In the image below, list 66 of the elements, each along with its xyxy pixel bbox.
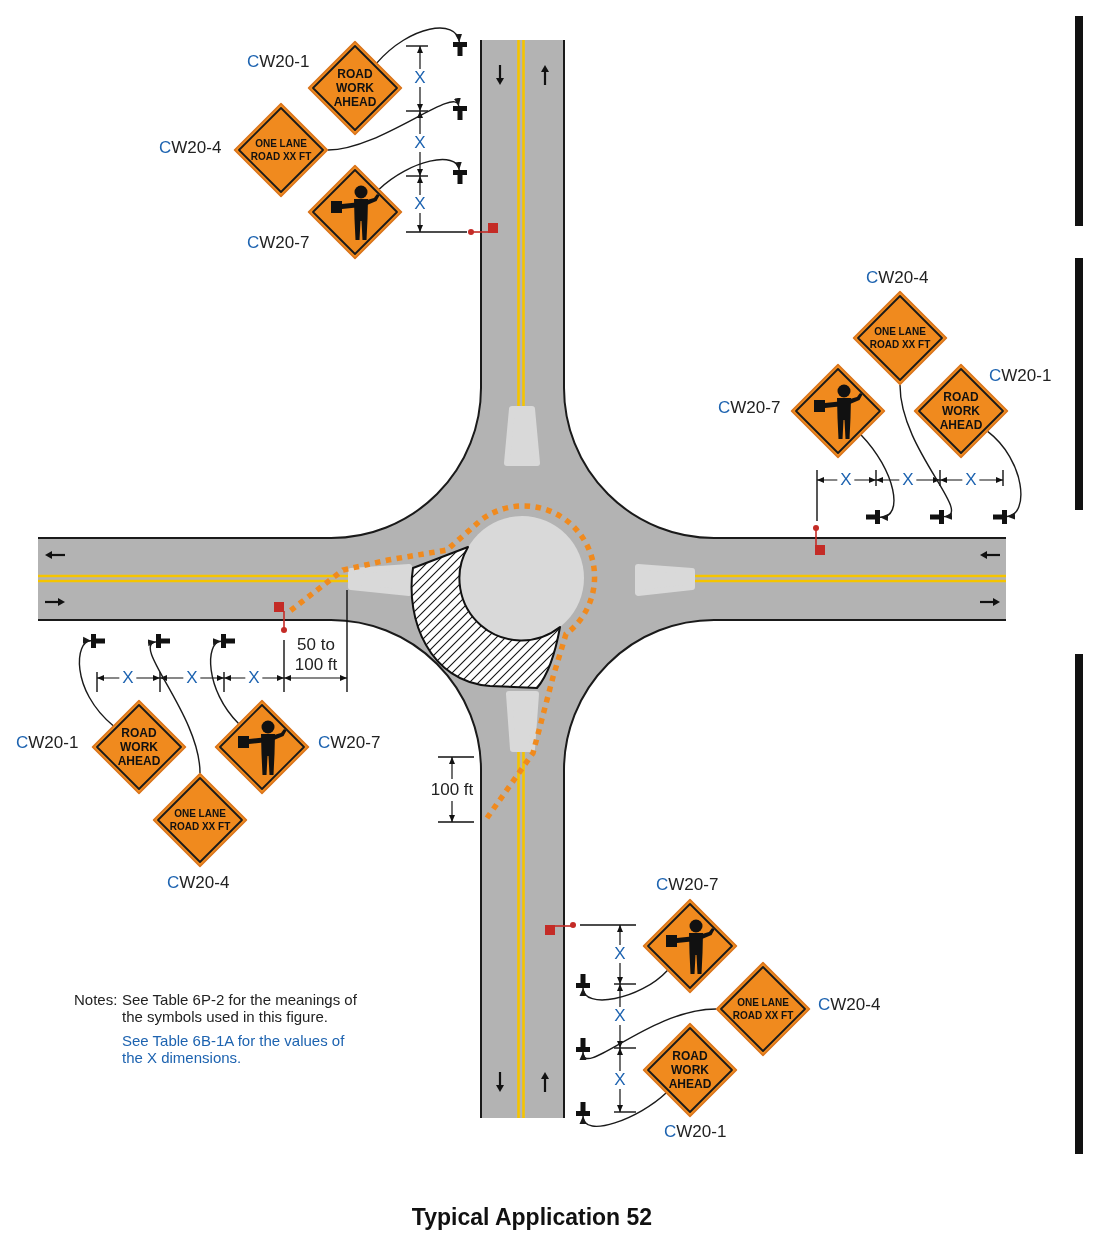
sign-code-label: CW20-4 — [866, 268, 929, 288]
sign-post-icon — [866, 510, 880, 524]
leader-line — [209, 640, 240, 725]
leader-line — [78, 639, 114, 727]
dimension-label: X — [611, 945, 629, 963]
warning-sign — [152, 772, 248, 868]
sign-code-label: CW20-4 — [818, 995, 881, 1015]
sign-text: ROAD WORK AHEAD — [116, 726, 162, 768]
sign-text: ROAD WORK AHEAD — [332, 67, 378, 109]
sign-code-label: CW20-7 — [318, 733, 381, 753]
sign-code-label: CW20-1 — [16, 733, 79, 753]
note-text: See Table 6P-2 for the meanings of the symbols used in this figure. — [122, 991, 358, 1025]
leader-line — [860, 434, 895, 520]
leader-line — [147, 641, 201, 774]
dimension-label: X — [411, 134, 429, 152]
note-text: See Table 6B-1A for the values of the X dimensions. — [122, 1032, 346, 1066]
dimension-label: 50 to 100 ft — [293, 635, 339, 675]
leader-line — [581, 1092, 667, 1127]
dimension-label: X — [611, 1071, 629, 1089]
sign-code-label: CW20-7 — [656, 875, 719, 895]
sign-post-icon — [221, 634, 235, 648]
sign-code-label: CW20-7 — [247, 233, 310, 253]
sign-post-icon — [576, 1102, 590, 1116]
sign-code-label: CW20-4 — [167, 873, 230, 893]
leader-line — [581, 969, 669, 1001]
sign-code-label: CW20-4 — [159, 138, 222, 158]
sign-code-label: CW20-7 — [718, 398, 781, 418]
sign-text: ONE LANE ROAD XX FT — [168, 807, 232, 833]
dimension-label: X — [411, 195, 429, 213]
sign-code-label: CW20-1 — [989, 366, 1052, 386]
leader-line — [327, 97, 460, 151]
warning-sign — [233, 102, 329, 198]
leader-line — [986, 430, 1022, 518]
dimension-label: X — [411, 69, 429, 87]
warning-sign — [307, 40, 403, 136]
sign-post-icon — [453, 106, 467, 120]
sign-text: ONE LANE ROAD XX FT — [731, 996, 795, 1022]
sign-post-icon — [576, 1038, 590, 1052]
sign-post-icon — [930, 510, 944, 524]
sign-post-icon — [576, 974, 590, 988]
warning-sign — [91, 699, 187, 795]
sign-post-icon — [453, 42, 467, 56]
warning-sign — [852, 290, 948, 386]
warning-sign — [642, 898, 738, 994]
sign-post-icon — [993, 510, 1007, 524]
sign-text: ROAD WORK AHEAD — [938, 390, 984, 432]
sign-post-icon — [453, 170, 467, 184]
sign-text: ONE LANE ROAD XX FT — [868, 325, 932, 351]
leader-line — [899, 384, 953, 518]
warning-sign — [307, 164, 403, 260]
warning-sign — [715, 961, 811, 1057]
leader-line — [378, 158, 461, 190]
warning-sign — [790, 363, 886, 459]
sign-post-icon — [156, 634, 170, 648]
figure-title: Typical Application 52 — [411, 1203, 653, 1231]
sign-code-label: CW20-1 — [247, 52, 310, 72]
sign-text: ROAD WORK AHEAD — [667, 1049, 713, 1091]
leader-line — [581, 1008, 717, 1061]
notes-heading: Notes: — [74, 991, 118, 1008]
dimension-label: X — [611, 1007, 629, 1025]
leader-line — [376, 27, 461, 64]
sign-text: ONE LANE ROAD XX FT — [249, 137, 313, 163]
sign-post-icon — [91, 634, 105, 648]
warning-sign — [214, 699, 310, 795]
warning-sign — [642, 1022, 738, 1118]
sign-code-label: CW20-1 — [664, 1122, 727, 1142]
